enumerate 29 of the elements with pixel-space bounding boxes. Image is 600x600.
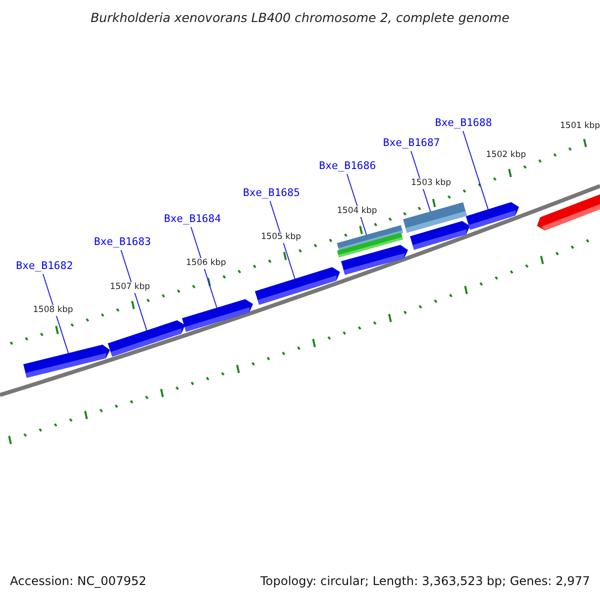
tick-label: 1506 kbp (186, 258, 226, 269)
leader-line (120, 250, 148, 332)
gene-label: Bxe_B1685 (243, 187, 300, 200)
tick-label: 1505 kbp (261, 232, 302, 243)
tick-label: 1501 kbp (560, 121, 600, 132)
gene-block (466, 202, 519, 230)
tick-label: 1503 kbp (411, 178, 452, 189)
gene-block (23, 344, 110, 378)
leader-line (462, 130, 489, 210)
gene-label: Bxe_B1687 (383, 137, 440, 150)
feature-block (403, 202, 467, 233)
gene-block (108, 320, 185, 357)
gene-label: Bxe_B1683 (94, 236, 151, 249)
gene-label: Bxe_B1684 (164, 213, 221, 226)
gene-label: Bxe_B1682 (16, 260, 73, 273)
tick-label: 1502 kbp (486, 150, 526, 161)
leader-line (190, 226, 218, 308)
footer-text: Topology: circular; Length: 3,363,523 bp; Genes: 2,977 (260, 575, 590, 588)
gene-label: Bxe_B1688 (435, 117, 492, 130)
footer-text: Accession: NC_007952 (10, 575, 146, 588)
title: Burkholderia xenovorans LB400 chromosome 2, complete genome (90, 11, 510, 24)
gene-block (537, 192, 600, 230)
feature-block (337, 232, 403, 258)
gene-block (254, 267, 340, 305)
tick-label: 1508 kbp (33, 305, 74, 316)
tick-label: 1507 kbp (110, 282, 150, 293)
gene-label: Bxe_B1686 (319, 160, 376, 173)
tick-label: 1504 kbp (337, 206, 378, 217)
gene-block (182, 299, 253, 332)
